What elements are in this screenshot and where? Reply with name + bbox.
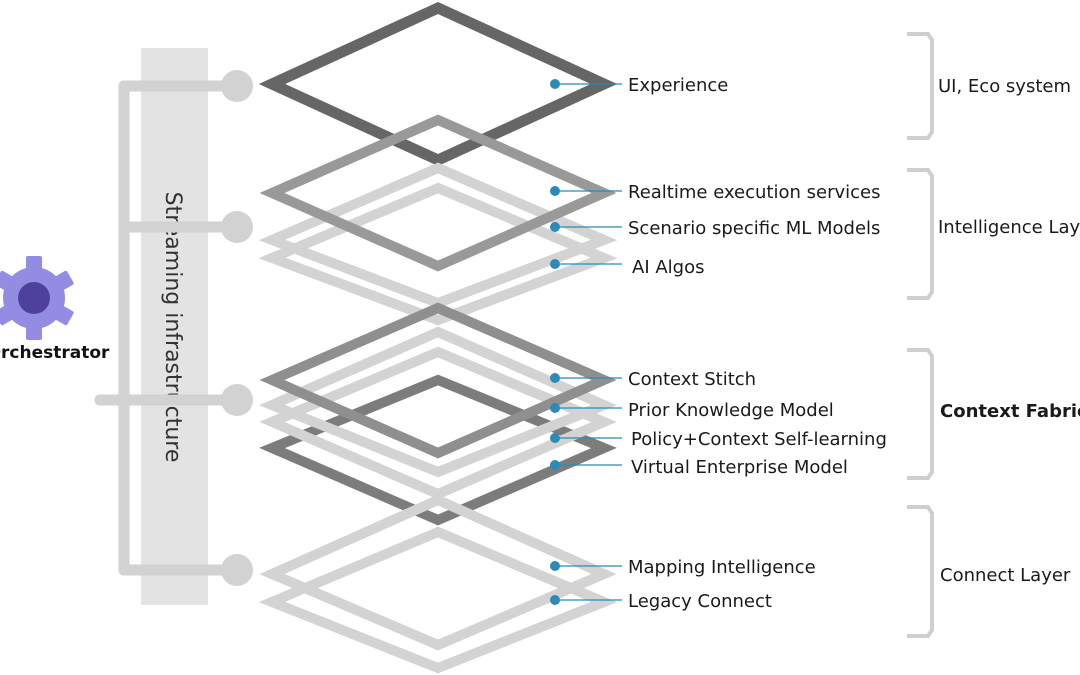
bracket-context-fabric bbox=[907, 348, 934, 480]
callout-dot bbox=[550, 373, 560, 383]
connector-knob-intelligence bbox=[221, 211, 253, 243]
ai-algos-layer bbox=[258, 182, 618, 326]
connector-knob-connect bbox=[221, 554, 253, 586]
realtime-layer bbox=[259, 114, 617, 272]
label-ai-algos: AI Algos bbox=[632, 257, 704, 278]
connector-tree bbox=[94, 80, 243, 576]
callout-dot bbox=[550, 259, 560, 269]
connector-knob-experience bbox=[221, 70, 253, 102]
bracket-intelligence bbox=[907, 168, 934, 300]
prior-knowledge-layer bbox=[259, 326, 617, 478]
policy-context-layer bbox=[259, 346, 617, 500]
callout-dot bbox=[550, 222, 560, 232]
label-context-stitch: Context Stitch bbox=[628, 369, 756, 390]
group-ui-eco: UI, Eco system bbox=[938, 76, 1071, 97]
callout-dot bbox=[550, 561, 560, 571]
orchestrator-label: Orchestrator bbox=[0, 343, 110, 363]
callout-dot bbox=[550, 595, 560, 605]
gear-icon bbox=[0, 256, 74, 340]
bracket-ui-eco bbox=[907, 32, 934, 140]
legacy-connect-layer bbox=[258, 526, 618, 674]
label-legacy-connect: Legacy Connect bbox=[628, 591, 772, 612]
group-context-fabric: Context Fabric bbox=[940, 401, 1080, 422]
connector-knob-context bbox=[221, 384, 253, 416]
label-realtime: Realtime execution services bbox=[628, 182, 880, 203]
label-mapping-intelligence: Mapping Intelligence bbox=[628, 557, 816, 578]
context-stitch-layer bbox=[259, 302, 617, 459]
streaming-label: Streaming infrastructure bbox=[160, 192, 185, 463]
callout-dot bbox=[550, 186, 560, 196]
mapping-intelligence-layer bbox=[259, 494, 617, 651]
label-experience: Experience bbox=[628, 75, 728, 96]
label-virtual-enterprise: Virtual Enterprise Model bbox=[631, 457, 848, 478]
label-prior-knowledge: Prior Knowledge Model bbox=[628, 400, 834, 421]
bracket-connect bbox=[907, 505, 934, 638]
group-connect: Connect Layer bbox=[940, 565, 1071, 586]
label-scenario-ml: Scenario specific ML Models bbox=[628, 218, 880, 239]
callout-dot bbox=[550, 460, 560, 470]
callout-dot bbox=[550, 403, 560, 413]
callout-dot bbox=[550, 433, 560, 443]
experience-layer bbox=[258, 1, 618, 167]
label-policy-context: Policy+Context Self-learning bbox=[631, 429, 887, 450]
callout-dot bbox=[550, 79, 560, 89]
streaming-bar bbox=[141, 48, 208, 605]
group-intelligence: Intelligence Layer bbox=[938, 217, 1080, 238]
